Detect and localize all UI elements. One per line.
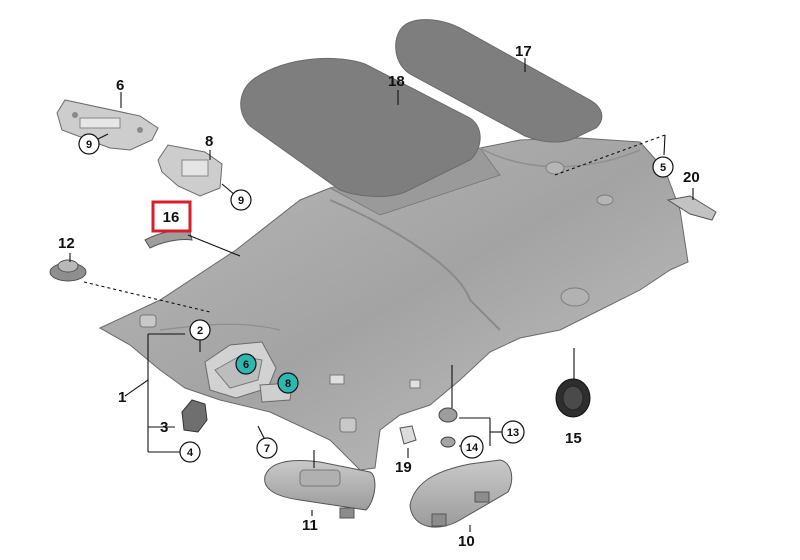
sound-pad-17 bbox=[395, 19, 603, 143]
label-15: 15 bbox=[565, 430, 582, 447]
label-13: 13 bbox=[507, 427, 519, 439]
teal-badge-8 bbox=[277, 372, 299, 394]
bracket-6 bbox=[56, 99, 159, 151]
speaker-15 bbox=[555, 378, 591, 418]
label-6: 6 bbox=[116, 77, 124, 94]
label-8-badge: 8 bbox=[285, 378, 291, 390]
bracket-8 bbox=[157, 144, 223, 197]
label-6-badge: 6 bbox=[243, 359, 249, 371]
clip-12 bbox=[49, 259, 87, 282]
sound-pad-18 bbox=[240, 57, 481, 197]
highlight-16: 16 bbox=[151, 200, 192, 233]
label-11: 11 bbox=[302, 517, 318, 534]
label-18: 18 bbox=[388, 73, 405, 90]
sun-visor-11 bbox=[264, 460, 376, 519]
part-labels: 6 8 17 18 20 12 1 3 15 19 11 10 bbox=[58, 43, 700, 550]
label-3: 3 bbox=[160, 419, 168, 436]
label-8: 8 bbox=[205, 133, 213, 150]
part-3 bbox=[181, 399, 208, 433]
label-4: 4 bbox=[187, 447, 194, 459]
label-16: 16 bbox=[163, 209, 180, 226]
label-14: 14 bbox=[466, 442, 479, 454]
label-12: 12 bbox=[58, 235, 75, 252]
label-2: 2 bbox=[197, 325, 203, 337]
clip-13-14 bbox=[438, 407, 458, 448]
grab-handle-16 bbox=[144, 229, 193, 249]
label-1: 1 bbox=[118, 389, 126, 406]
label-5: 5 bbox=[660, 162, 666, 174]
bracket-20 bbox=[666, 195, 717, 221]
sun-visor-10 bbox=[409, 459, 513, 528]
label-10: 10 bbox=[458, 533, 475, 550]
leader-lines bbox=[69, 58, 694, 532]
label-9a: 9 bbox=[86, 139, 92, 151]
teal-badge-6 bbox=[235, 353, 257, 375]
label-17: 17 bbox=[515, 43, 532, 60]
circled-labels: 9 9 5 2 4 7 13 14 6 8 bbox=[78, 133, 674, 463]
label-7: 7 bbox=[264, 443, 270, 455]
clip-19 bbox=[399, 425, 417, 445]
label-20: 20 bbox=[683, 169, 700, 186]
label-9b: 9 bbox=[238, 195, 244, 207]
label-19: 19 bbox=[395, 459, 412, 476]
